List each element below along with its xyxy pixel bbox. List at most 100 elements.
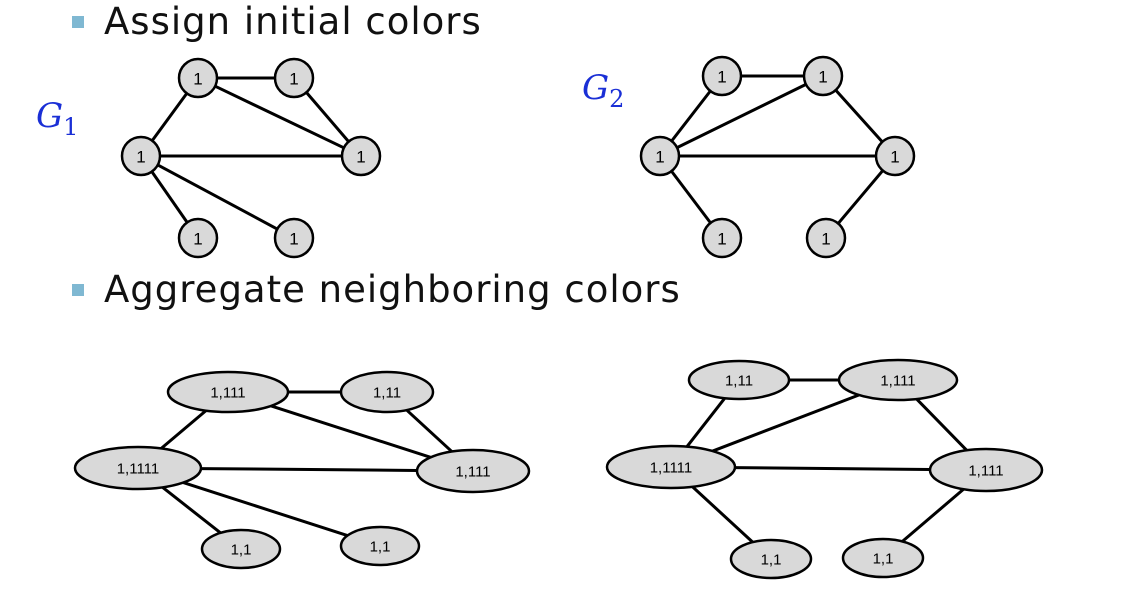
edge-b-c bbox=[676, 83, 807, 149]
edge-c-e bbox=[161, 486, 222, 535]
node-b: 1,111 bbox=[837, 358, 959, 402]
node-label: 1 bbox=[289, 230, 298, 249]
node-label: 1 bbox=[818, 68, 827, 87]
edge-d-f bbox=[837, 169, 884, 225]
node-b: 1 bbox=[273, 57, 315, 99]
edge-c-e bbox=[691, 485, 754, 544]
node-shape bbox=[340, 135, 382, 177]
node-shape bbox=[120, 135, 162, 177]
node-e: 1 bbox=[177, 217, 219, 259]
graph-label-g2-main: G bbox=[582, 68, 610, 108]
node-label: 1 bbox=[655, 148, 664, 167]
edge-b-d bbox=[915, 397, 968, 452]
node-label: 1 bbox=[193, 230, 202, 249]
node-label: 1,1 bbox=[873, 551, 894, 568]
node-shape bbox=[928, 447, 1044, 493]
edge-b-d bbox=[405, 408, 453, 453]
graph-g2-initial: 1 1 1 1 1 1 bbox=[639, 55, 916, 259]
graph-label-g2: G2 bbox=[582, 68, 624, 113]
node-e: 1,1 bbox=[200, 528, 282, 570]
node-a: 1 bbox=[177, 57, 219, 99]
node-label: 1 bbox=[193, 70, 202, 89]
graph-label-g1-main: G bbox=[36, 96, 64, 136]
bullet-aggregate-neighboring-colors: Aggregate neighboring colors bbox=[72, 268, 681, 311]
edge-c-d bbox=[200, 467, 418, 472]
node-label: 1 bbox=[821, 230, 830, 249]
node-shape bbox=[605, 444, 737, 490]
edge-a-c bbox=[670, 90, 712, 142]
graph-label-g1: G1 bbox=[36, 96, 78, 141]
node-d: 1,111 bbox=[928, 447, 1044, 493]
edge-a-c bbox=[150, 92, 189, 142]
edge-a-c bbox=[160, 409, 207, 450]
node-b: 1,11 bbox=[339, 370, 435, 414]
edge-c-e bbox=[150, 170, 189, 224]
node-a: 1 bbox=[701, 55, 743, 97]
node-shape bbox=[805, 217, 847, 259]
node-shape bbox=[802, 55, 844, 97]
node-c: 1,1111 bbox=[605, 444, 737, 490]
node-label: 1 bbox=[717, 68, 726, 87]
node-shape bbox=[701, 55, 743, 97]
node-label: 1,1111 bbox=[650, 460, 693, 477]
node-shape bbox=[874, 135, 916, 177]
graph-g1-aggregated: 1,111 1,11 1,1111 1,111 1,1 1,1 bbox=[73, 370, 531, 570]
node-b: 1 bbox=[802, 55, 844, 97]
node-e: 1,1 bbox=[729, 538, 813, 580]
node-label: 1,11 bbox=[373, 385, 401, 402]
bullet-text-step1: Assign initial colors bbox=[104, 0, 482, 43]
edge-c-f bbox=[157, 163, 278, 231]
node-label: 1 bbox=[289, 70, 298, 89]
node-f: 1 bbox=[805, 217, 847, 259]
graph-g1-initial: 1 1 1 1 1 1 bbox=[120, 57, 382, 259]
node-shape bbox=[729, 538, 813, 580]
node-d: 1,111 bbox=[415, 448, 531, 494]
edge-a-d bbox=[214, 84, 345, 150]
node-shape bbox=[273, 57, 315, 99]
node-e: 1 bbox=[701, 217, 743, 259]
node-label: 1 bbox=[136, 148, 145, 167]
bullet-square-icon bbox=[72, 15, 84, 28]
edge-b-c bbox=[712, 393, 860, 453]
edge-d-f bbox=[901, 488, 965, 543]
node-label: 1,111 bbox=[880, 373, 915, 390]
node-label: 1,1 bbox=[761, 552, 782, 569]
edge-a-c bbox=[685, 397, 726, 448]
node-shape bbox=[415, 448, 531, 494]
edge-c-f bbox=[182, 481, 348, 537]
graph-label-g2-sub: 2 bbox=[609, 84, 625, 113]
node-label: 1,111 bbox=[968, 463, 1003, 480]
node-label: 1 bbox=[717, 230, 726, 249]
node-shape bbox=[200, 528, 282, 570]
node-label: 1,11 bbox=[725, 373, 753, 390]
node-c: 1 bbox=[639, 135, 681, 177]
node-shape bbox=[837, 358, 959, 402]
node-shape bbox=[177, 57, 219, 99]
node-f: 1,1 bbox=[841, 537, 925, 579]
node-shape bbox=[339, 370, 435, 414]
edge-b-d bbox=[305, 91, 350, 143]
graph-g2-aggregated: 1,11 1,111 1,1111 1,111 1,1 1,1 bbox=[605, 358, 1044, 580]
edge-b-d bbox=[834, 89, 884, 143]
node-c: 1,1111 bbox=[73, 445, 203, 491]
node-f: 1 bbox=[273, 217, 315, 259]
graph-label-g1-sub: 1 bbox=[63, 112, 79, 141]
node-shape bbox=[639, 135, 681, 177]
node-shape bbox=[841, 537, 925, 579]
bullet-square-icon bbox=[72, 283, 84, 296]
node-shape bbox=[687, 359, 791, 401]
edge-c-e bbox=[670, 170, 712, 224]
edge-a-d bbox=[270, 404, 431, 459]
node-shape bbox=[273, 217, 315, 259]
node-label: 1 bbox=[890, 148, 899, 167]
edge-c-d bbox=[734, 466, 931, 471]
node-f: 1,1 bbox=[339, 525, 421, 567]
node-label: 1,1 bbox=[370, 539, 391, 556]
node-label: 1 bbox=[356, 148, 365, 167]
node-shape bbox=[339, 525, 421, 567]
node-a: 1,11 bbox=[687, 359, 791, 401]
node-d: 1 bbox=[874, 135, 916, 177]
node-a: 1,111 bbox=[166, 370, 290, 414]
node-shape bbox=[177, 217, 219, 259]
node-label: 1,1111 bbox=[117, 461, 160, 478]
